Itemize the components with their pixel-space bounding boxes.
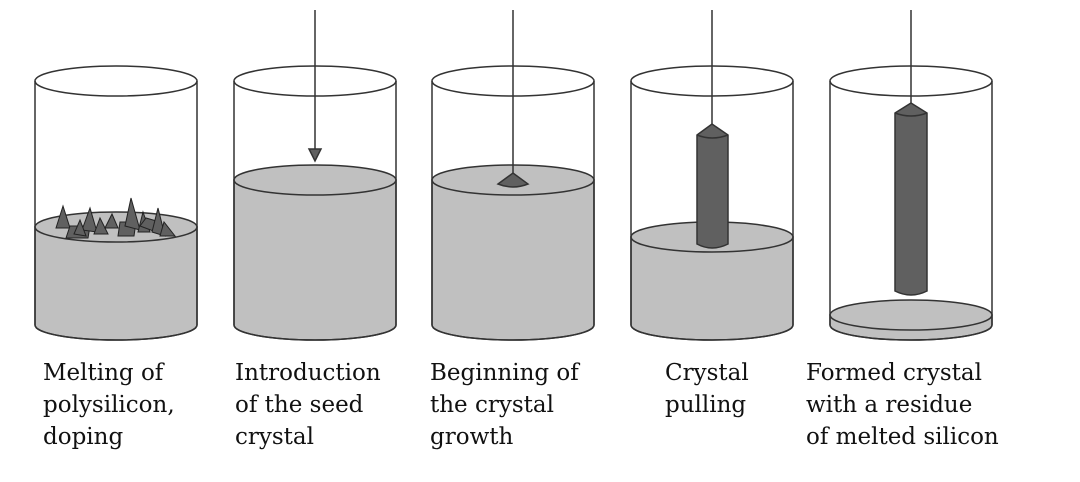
label-line: Beginning of [430,360,579,386]
label-line: crystal [235,424,314,450]
label-line: the crystal [430,392,554,418]
label-line: Melting of [43,360,164,386]
seed-crystal [496,172,530,188]
step-label-growth: Beginning of the crystal growth [430,357,579,453]
step-label-seed: Introduction of the seed crystal [235,357,381,453]
label-line: growth [430,424,514,450]
label-line: Introduction [235,360,381,386]
label-line: Crystal [665,360,749,386]
crystal-ingot [696,123,729,249]
label-line: of the seed [235,392,364,418]
label-line: with a residue [806,392,973,418]
label-line: of melted silicon [806,424,999,450]
crucible-formed-crystal [829,10,993,341]
label-line: doping [43,424,124,450]
step-label-pulling: Crystal pulling [665,357,749,421]
crystal-ingot [894,102,928,296]
step-label-melting: Melting of polysilicon, doping [43,357,175,453]
crucible-growth-beginning [431,10,595,341]
crucible-melting [34,65,198,341]
step-label-formed: Formed crystal with a residue of melted … [806,357,999,453]
crucible-crystal-pulling [630,10,794,341]
label-line: polysilicon, [43,392,175,418]
melt [34,226,198,341]
label-line: Formed crystal [806,360,982,386]
label-line: pulling [665,392,747,418]
polysilicon-chunks [55,197,177,239]
crucible-seed-introduction [233,10,397,341]
seed-crystal [307,148,323,163]
